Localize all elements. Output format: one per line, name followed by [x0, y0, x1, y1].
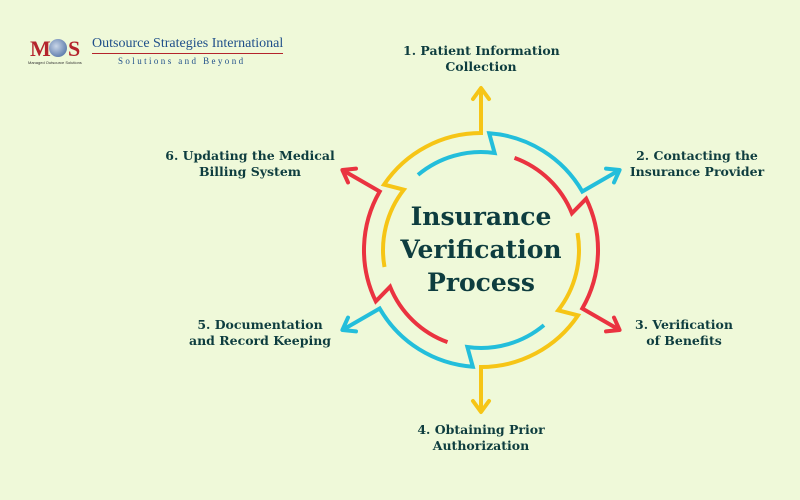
arrowhead-icon: [340, 166, 358, 185]
cycle-arc-6: [341, 168, 449, 344]
logo: M S Managed Outsource Solutions Outsourc…: [28, 36, 284, 66]
logo-title: Outsource Strategies International: [92, 36, 284, 54]
arrowhead-icon: [471, 399, 491, 414]
cycle-arc-4: [479, 232, 582, 412]
arrowhead-icon: [471, 86, 491, 101]
cycle-arc-5: [341, 305, 546, 369]
logo-subtitle: Solutions and Beyond: [118, 56, 246, 66]
cycle-arc-3: [513, 156, 621, 332]
logo-tagline: Managed Outsource Solutions: [28, 60, 82, 65]
center-title: Insurance Verification Process: [400, 202, 562, 297]
logo-letter-m: M: [30, 36, 51, 61]
arrowhead-icon: [340, 315, 358, 334]
arrowhead-icon: [604, 166, 622, 185]
globe-icon: [49, 39, 67, 57]
logo-mark: M S Managed Outsource Solutions: [28, 36, 88, 66]
cycle-arc-1: [380, 88, 483, 268]
cycle-arc-2: [416, 131, 621, 195]
logo-letter-s: S: [68, 36, 81, 61]
arrowhead-icon: [604, 315, 622, 334]
